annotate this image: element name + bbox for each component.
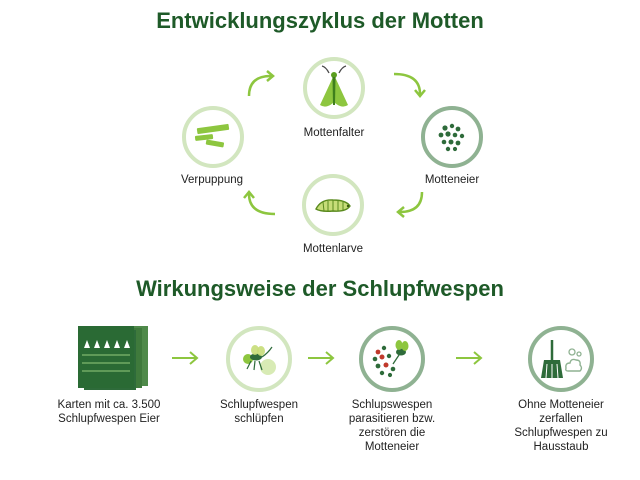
stage-circle-pupa: [182, 106, 244, 168]
broom-dust-icon: [541, 340, 583, 379]
eggs-icon: [438, 123, 465, 152]
cycle-arrow-top-left-icon: [247, 70, 275, 97]
step-label-hatching: Schlupfwespen schlüpfen: [220, 399, 298, 425]
stage-circle-larva: [302, 174, 364, 236]
wasp-hatching-icon: [243, 345, 276, 375]
step-arrow-2-icon: [308, 351, 335, 365]
cycle-arrow-top-right-icon: [393, 72, 426, 98]
step-circle-hatching: [226, 326, 292, 392]
cycle-arrow-bottom-left-icon: [243, 190, 276, 216]
step-label-dust: Ohne Motteneier zerfallen Schlupfwespen …: [514, 399, 608, 453]
step-circle-dust: [528, 326, 594, 392]
egg-cards-icon: [78, 326, 148, 390]
moth-icon: [320, 65, 348, 107]
pupa-icon: [194, 123, 230, 148]
stage-label-eggs: Motteneier: [424, 174, 480, 186]
step-arrow-3-icon: [456, 351, 483, 365]
step-arrow-1-icon: [172, 351, 199, 365]
stage-label-pupa: Verpuppung: [180, 174, 244, 186]
cycle-arrow-bottom-right-icon: [396, 191, 424, 218]
step-label-cards: Karten mit ca. 3.500 Schlupfwespen Eier: [57, 399, 161, 425]
step-circle-parasitizing: [359, 326, 425, 392]
step-label-parasitizing: Schlupswespen parasitieren bzw. zerstöre…: [348, 399, 436, 453]
stage-label-moth: Mottenfalter: [303, 127, 365, 139]
larva-icon: [315, 199, 351, 212]
wasp-parasitizing-icon: [372, 340, 409, 378]
stage-label-larva: Mottenlarve: [302, 243, 364, 255]
cycle-title: Entwicklungszyklus der Motten: [156, 8, 484, 33]
stage-circle-moth: [303, 57, 365, 119]
wasps-title: Wirkungsweise der Schlupfwespen: [136, 276, 504, 301]
stage-circle-eggs: [421, 106, 483, 168]
